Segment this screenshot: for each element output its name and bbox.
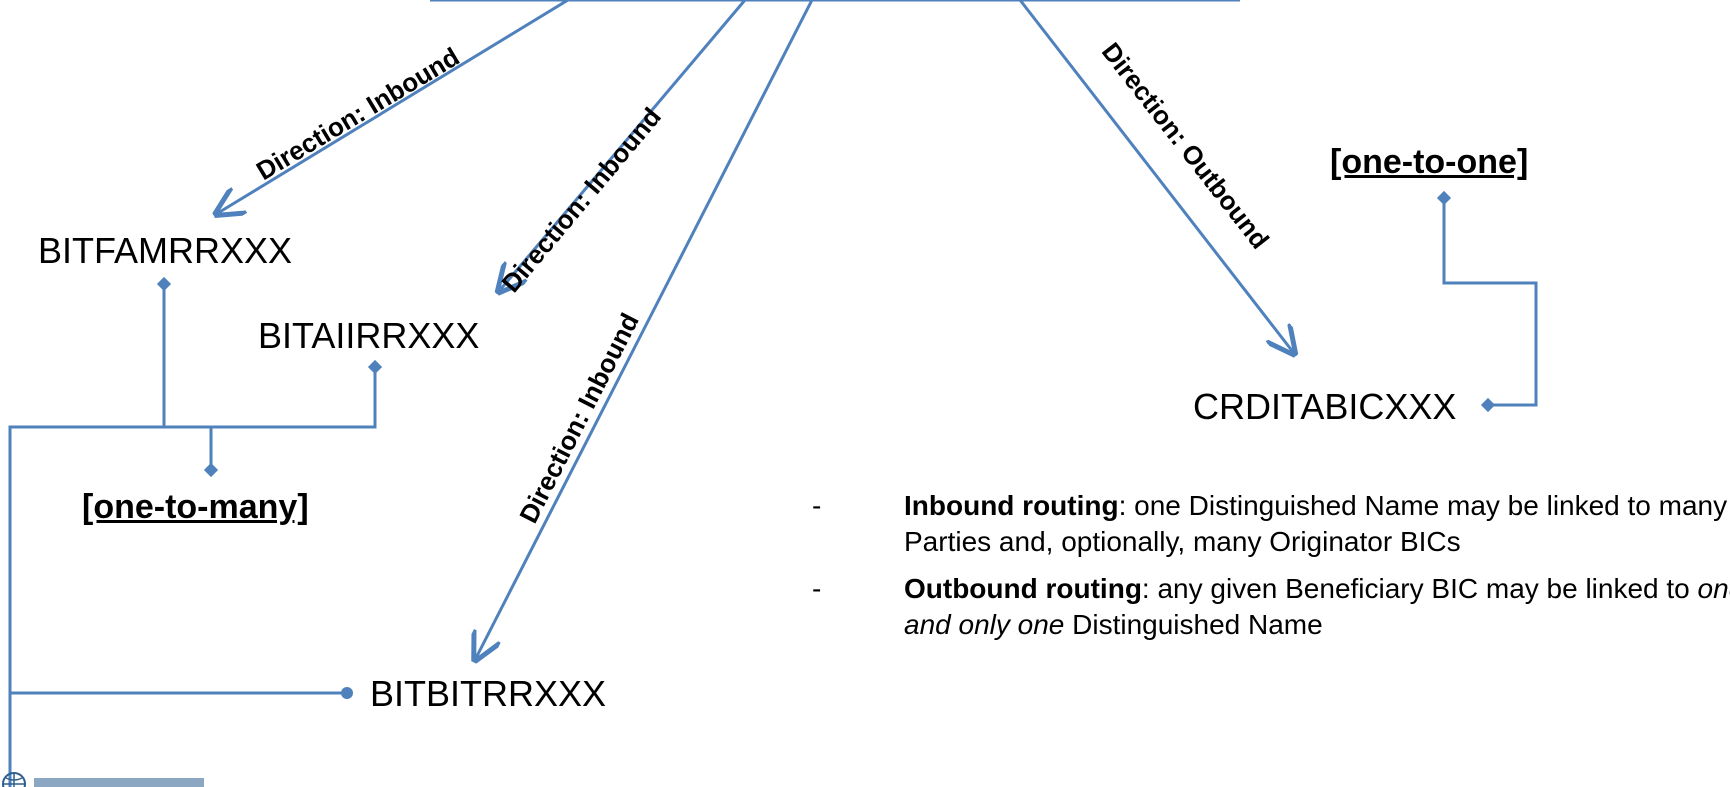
arrow-to-bitaiirr <box>500 0 747 290</box>
arrow-to-bitfamrr <box>218 0 569 213</box>
arrow-to-crditabic <box>1018 0 1293 352</box>
bitbitrr-connector <box>8 425 164 787</box>
one-to-one-connector <box>1442 198 1538 407</box>
diamond-bitaiirr <box>367 359 383 375</box>
diamond-one-to-many <box>203 462 219 478</box>
note-outbound: - Outbound routing: any given Beneficiar… <box>812 571 1730 644</box>
label-one-to-one: [one-to-one] <box>1330 143 1529 181</box>
globe-icon <box>2 772 204 787</box>
note-inbound-text: : one Distinguished Name may be linked t… <box>904 490 1728 558</box>
node-bitfamrr: BITFAMRRXXX <box>38 230 293 271</box>
node-bitaiirr: BITAIIRRXXX <box>258 315 480 356</box>
routing-notes: - Inbound routing: one Distinguished Nam… <box>812 488 1730 654</box>
dot-bitbitrr <box>341 687 353 699</box>
note-dash: - <box>812 490 822 521</box>
diamond-crditabic <box>1480 397 1496 413</box>
arrow-to-bitbitrr <box>476 0 814 658</box>
note-outbound-text-before: : any given Beneficiary BIC may be linke… <box>1141 572 1698 604</box>
note-dash: - <box>812 572 822 604</box>
note-outbound-title: Outbound routing <box>904 572 1142 604</box>
one-to-many-bracket <box>162 284 377 429</box>
diamond-one-to-one <box>1436 190 1452 206</box>
node-crditabic: CRDITABICXXX <box>1193 386 1457 427</box>
note-inbound: - Inbound routing: one Distinguished Nam… <box>812 488 1730 561</box>
diamond-bitfamrr <box>156 276 172 292</box>
note-outbound-emphasis: one and only one <box>904 572 1730 641</box>
label-one-to-many: [one-to-many] <box>82 488 309 526</box>
note-outbound-text-after: Distinguished Name <box>1064 609 1323 641</box>
note-inbound-title: Inbound routing <box>904 490 1119 521</box>
node-bitbitrr: BITBITRRXXX <box>370 673 607 714</box>
